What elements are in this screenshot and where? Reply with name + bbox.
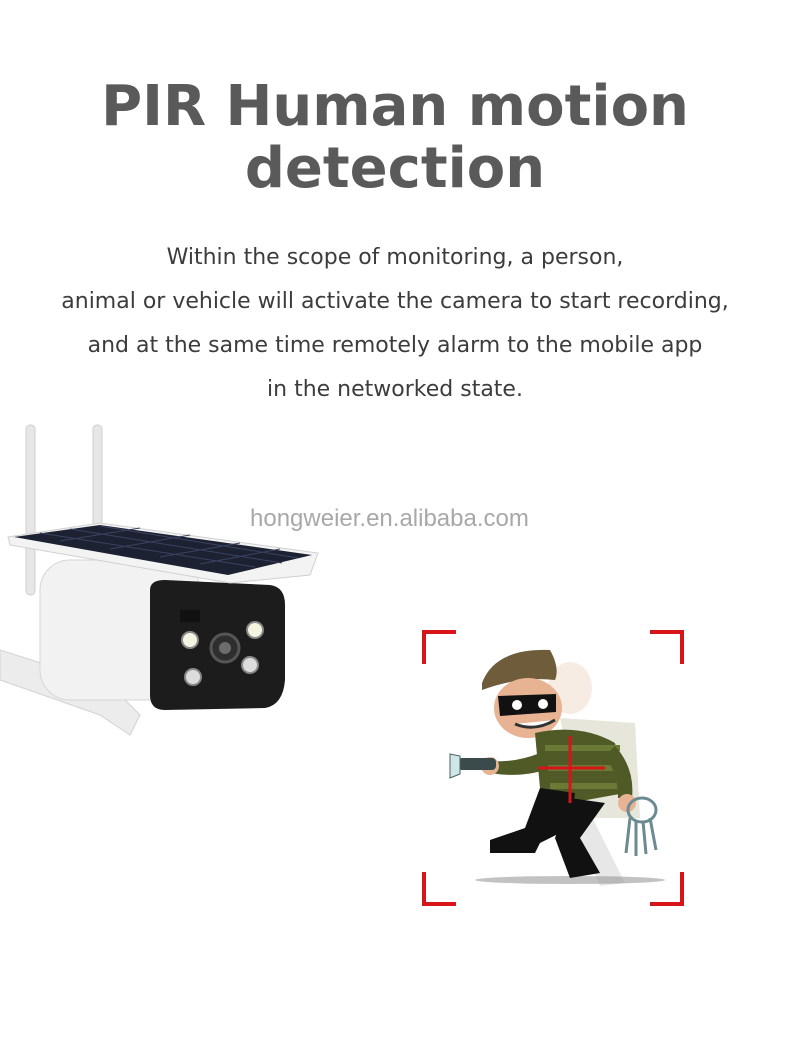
title-line-1: PIR Human motion [101,74,689,139]
keys-icon [624,796,658,856]
detection-frame-icon [422,630,684,906]
description: Within the scope of monitoring, a person… [0,236,790,412]
description-line: Within the scope of monitoring, a person… [166,245,624,270]
motion-target-image [422,630,684,906]
page-title: PIR Human motion detection [0,76,790,200]
description-line: in the networked state. [267,377,523,402]
solar-panel-icon [7,522,319,584]
antenna-icon [25,424,103,596]
watermark: hongweier.en.alibaba.com [250,505,529,532]
solar-camera-image [0,424,319,736]
description-line: and at the same time remotely alarm to t… [87,333,703,358]
title-line-2: detection [244,136,546,201]
description-line: animal or vehicle will activate the came… [61,289,729,314]
